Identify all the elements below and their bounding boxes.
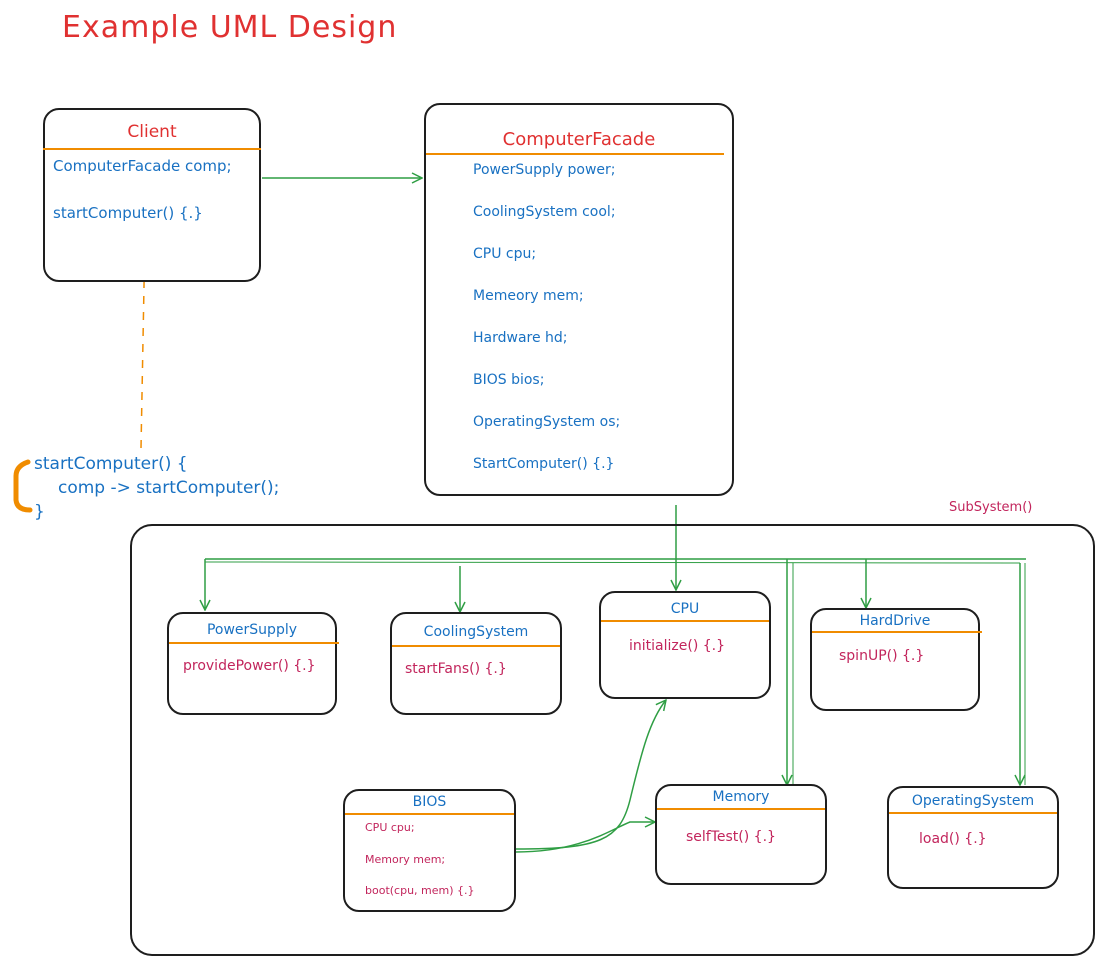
client-method: startComputer() {.} — [53, 204, 203, 222]
computer-facade-class[interactable]: ComputerFacade PowerSupply power; Coolin… — [424, 103, 734, 496]
client-separator — [43, 148, 261, 150]
cpu-class[interactable]: CPU initialize() {.} — [599, 591, 771, 699]
note-line: } — [34, 502, 45, 522]
client-attribute: ComputerFacade comp; — [53, 157, 232, 175]
cpu-class-name: CPU — [670, 601, 700, 617]
facade-class-name: ComputerFacade — [502, 129, 656, 150]
bios-member: CPU cpu; — [365, 821, 415, 834]
memory-class-name: Memory — [712, 789, 770, 805]
cpu-method: initialize() {.} — [629, 638, 725, 654]
operatingsystem-class[interactable]: OperatingSystem load() {.} — [887, 786, 1059, 889]
facade-member: CPU cpu; — [473, 246, 537, 262]
powersupply-method: providePower() {.} — [183, 658, 316, 674]
subsystem-label: SubSystem() — [949, 500, 1033, 515]
harddrive-separator — [812, 631, 982, 633]
coolingsystem-class[interactable]: CoolingSystem startFans() {.} — [390, 612, 562, 715]
coolingsystem-method: startFans() {.} — [405, 661, 507, 677]
facade-member: Memeory mem; — [473, 288, 584, 304]
facade-member: BIOS bios; — [473, 372, 545, 388]
coolingsystem-class-name: CoolingSystem — [423, 624, 529, 640]
operatingsystem-method: load() {.} — [919, 831, 987, 847]
facade-member: StartComputer() {.} — [473, 456, 615, 472]
bios-member: Memory mem; — [365, 853, 446, 866]
note-line: comp -> startComputer(); — [58, 478, 280, 498]
powersupply-separator — [169, 642, 339, 644]
memory-class[interactable]: Memory selfTest() {.} — [655, 784, 827, 885]
facade-member: CoolingSystem cool; — [473, 204, 616, 220]
facade-member: PowerSupply power; — [473, 162, 616, 178]
memory-separator — [657, 808, 825, 810]
harddrive-class[interactable]: HardDrive spinUP() {.} — [810, 608, 982, 711]
harddrive-class-name: HardDrive — [859, 613, 931, 629]
client-class[interactable]: Client ComputerFacade comp; startCompute… — [43, 108, 261, 282]
facade-member: OperatingSystem os; — [473, 414, 621, 430]
bios-member: boot(cpu, mem) {.} — [365, 884, 475, 897]
facade-separator — [426, 153, 724, 155]
powersupply-class[interactable]: PowerSupply providePower() {.} — [167, 612, 339, 715]
diagram-title: Example UML Design — [62, 10, 398, 45]
harddrive-method: spinUP() {.} — [839, 648, 925, 664]
subsystem-container — [130, 524, 1095, 956]
powersupply-class-name: PowerSupply — [206, 622, 298, 638]
operatingsystem-class-name: OperatingSystem — [911, 793, 1035, 809]
bios-class-name: BIOS — [412, 794, 447, 810]
coolingsystem-separator — [392, 645, 560, 647]
cpu-separator — [601, 620, 769, 622]
note-line: startComputer() { — [34, 454, 188, 474]
memory-method: selfTest() {.} — [686, 829, 776, 845]
client-class-name: Client — [127, 122, 177, 142]
bios-class[interactable]: BIOS CPU cpu; Memory mem; boot(cpu, mem)… — [343, 789, 516, 912]
bios-separator — [345, 813, 514, 815]
note-bracket — [13, 459, 33, 513]
operatingsystem-separator — [889, 812, 1057, 814]
facade-member: Hardware hd; — [473, 330, 568, 346]
